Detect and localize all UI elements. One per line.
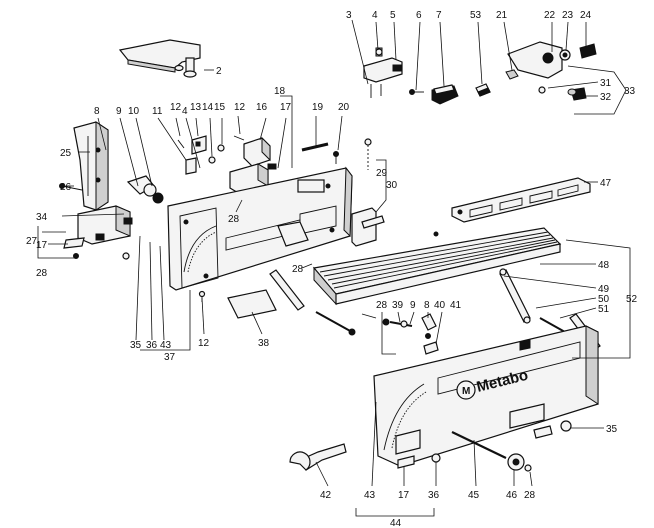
label-53: 53	[470, 10, 482, 21]
label-7: 7	[436, 10, 442, 21]
label-35b: 35	[606, 424, 618, 435]
label-50: 50	[598, 294, 610, 305]
label-43b: 43	[364, 490, 376, 501]
label-43a: 43	[160, 340, 172, 351]
part-3-5-bracket	[363, 47, 403, 98]
label-13: 13	[190, 102, 202, 113]
label-41: 41	[450, 300, 462, 311]
label-21: 21	[496, 10, 508, 21]
label-4: 4	[372, 10, 378, 21]
part-45-46-spindle	[397, 420, 572, 472]
part-42-wrench	[289, 443, 347, 471]
label-17c: 17	[398, 490, 410, 501]
label-3: 3	[346, 10, 352, 21]
label-52: 52	[626, 294, 638, 305]
label-40: 40	[434, 300, 446, 311]
label-46: 46	[506, 490, 518, 501]
label-18: 18	[274, 86, 286, 97]
label-30: 30	[386, 180, 398, 191]
label-11: 11	[152, 106, 163, 117]
label-27: 27	[26, 236, 38, 247]
part-26-bolt	[59, 183, 83, 191]
label-23: 23	[562, 10, 574, 21]
label-12c: 12	[198, 338, 210, 349]
part-9-10-washers	[126, 175, 164, 204]
label-38: 38	[258, 338, 270, 349]
part-43-44-right-frame: M	[373, 325, 599, 467]
label-8b: 8	[424, 300, 430, 311]
label-36a: 36	[146, 340, 158, 351]
label-31: 31	[600, 78, 612, 89]
label-28b: 28	[228, 214, 240, 225]
label-20: 20	[338, 102, 350, 113]
label-28d: 28	[376, 300, 388, 311]
label-9b: 9	[410, 300, 416, 311]
label-29: 29	[376, 168, 388, 179]
label-19: 19	[312, 102, 324, 113]
label-10: 10	[128, 106, 140, 117]
label-44: 44	[390, 518, 402, 528]
part-38-plate	[198, 289, 277, 319]
part-number-labels: 2 3 4 5 6 7 53 21 22 23 24 31 32 33 8 9 …	[26, 10, 638, 528]
label-17b: 17	[36, 240, 48, 251]
label-28c: 28	[292, 264, 304, 275]
label-6: 6	[416, 10, 422, 21]
label-5: 5	[390, 10, 396, 21]
part-19-20-rod	[301, 142, 339, 164]
part-2-clamp-plate	[118, 39, 201, 78]
label-49: 49	[598, 284, 610, 295]
label-28e: 28	[524, 490, 536, 501]
part-25-vertical-clamp	[73, 121, 109, 211]
label-8: 8	[94, 106, 100, 117]
label-42: 42	[320, 490, 332, 501]
leader-lines	[37, 19, 631, 517]
label-36b: 36	[428, 490, 440, 501]
label-14: 14	[202, 102, 214, 113]
label-25: 25	[60, 148, 72, 159]
label-17: 17	[280, 102, 292, 113]
part-48-table-top	[312, 227, 562, 306]
label-48: 48	[598, 260, 610, 271]
label-32: 32	[600, 92, 612, 103]
part-34-27-clamp-block	[63, 205, 133, 260]
part-22-24-knob-assembly	[507, 41, 597, 101]
label-33: 33	[624, 86, 636, 97]
label-12: 12	[170, 102, 182, 113]
part-18-left-frame	[167, 166, 353, 291]
label-37: 37	[164, 352, 176, 363]
label-9: 9	[116, 106, 122, 117]
label-51: 51	[598, 304, 610, 315]
part-29-30-chain-bracket	[351, 138, 385, 247]
label-35a: 35	[130, 340, 142, 351]
part-11-15-small-brackets	[177, 135, 225, 175]
label-4b: 4	[182, 106, 188, 117]
label-39: 39	[392, 300, 404, 311]
label-24: 24	[580, 10, 592, 21]
label-34: 34	[36, 212, 48, 223]
label-28a: 28	[36, 268, 48, 279]
part-39-41-small-parts	[361, 313, 439, 355]
svg-text:M: M	[462, 386, 470, 397]
label-26: 26	[60, 182, 72, 193]
label-45: 45	[468, 490, 480, 501]
label-12b: 12	[234, 102, 246, 113]
label-16: 16	[256, 102, 268, 113]
part-6-7-53-21-small-parts	[409, 69, 519, 105]
part-47-top-rail	[451, 177, 591, 223]
label-15: 15	[214, 102, 226, 113]
label-47: 47	[600, 178, 612, 189]
label-22: 22	[544, 10, 556, 21]
label-2: 2	[216, 66, 222, 77]
